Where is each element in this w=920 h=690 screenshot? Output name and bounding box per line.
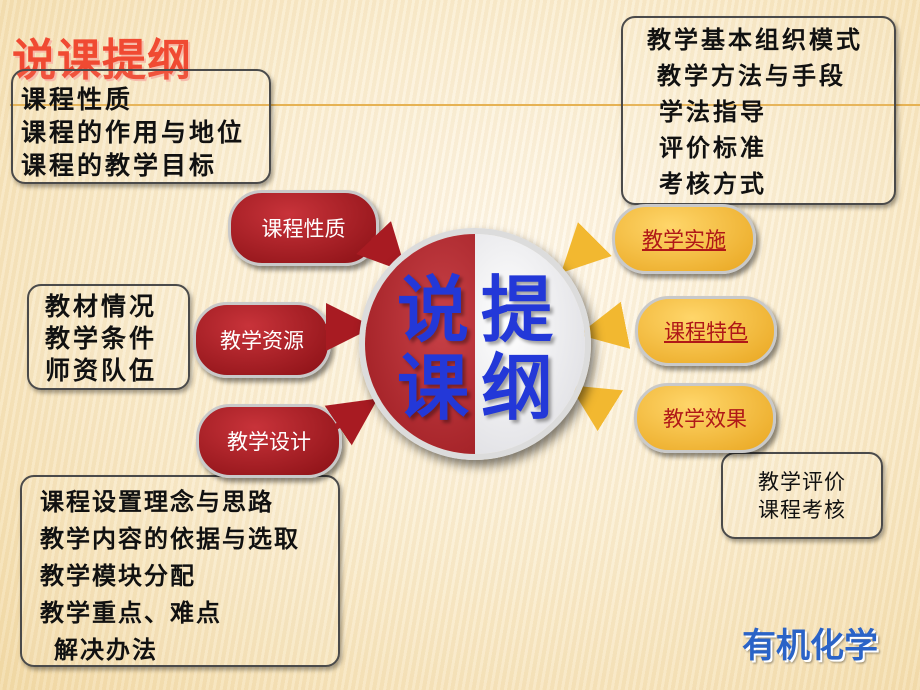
arrow-effect bbox=[569, 385, 624, 432]
pill-label: 课程特色 bbox=[664, 320, 748, 344]
pill-label: 课程性质 bbox=[261, 217, 346, 241]
circle-right-half bbox=[475, 234, 585, 454]
box-line: 教学内容的依据与选取 bbox=[40, 524, 300, 553]
pill-teaching-implementation[interactable]: 教学实施 bbox=[612, 204, 756, 274]
center-char: 说 bbox=[397, 268, 470, 352]
box-line: 课程的作用与地位 bbox=[21, 118, 246, 147]
pill-course-nature[interactable]: 课程性质 bbox=[228, 190, 379, 266]
box-line: 教学重点、难点 bbox=[40, 598, 222, 627]
arrow-features bbox=[578, 301, 631, 349]
effect-box: 教学评价 课程考核 bbox=[721, 452, 883, 539]
box-line: 教材情况 bbox=[45, 292, 158, 321]
box-line: 教学模块分配 bbox=[40, 561, 196, 590]
center-char: 提 bbox=[481, 268, 554, 352]
corner-label: 有机化学 bbox=[742, 626, 878, 666]
design-box: 课程设置理念与思路 教学内容的依据与选取 教学模块分配 教学重点、难点 解决办法 bbox=[20, 475, 340, 667]
resources-box: 教材情况 教学条件 师资队伍 bbox=[27, 284, 190, 390]
circle-left-half bbox=[365, 234, 475, 454]
box-line: 教学方法与手段 bbox=[657, 61, 846, 90]
box-line: 教学评价 bbox=[758, 470, 846, 494]
box-line: 课程设置理念与思路 bbox=[40, 487, 274, 516]
center-circle: 说 提 课 纲 bbox=[359, 228, 591, 460]
pill-label: 教学设计 bbox=[227, 430, 311, 454]
box-line: 解决办法 bbox=[54, 635, 158, 664]
pill-course-features[interactable]: 课程特色 bbox=[635, 296, 777, 366]
pill-teaching-effect[interactable]: 教学效果 bbox=[634, 383, 776, 453]
pill-label: 教学效果 bbox=[663, 407, 747, 431]
pill-teaching-design[interactable]: 教学设计 bbox=[196, 404, 342, 478]
box-line: 考核方式 bbox=[659, 169, 767, 198]
box-line: 课程的教学目标 bbox=[21, 151, 218, 180]
box-line: 课程性质 bbox=[21, 85, 134, 114]
slide-title: 说课提纲 bbox=[12, 35, 192, 86]
pill-label: 教学资源 bbox=[220, 329, 304, 353]
implementation-box: 教学基本组织模式 教学方法与手段 学法指导 评价标准 考核方式 bbox=[621, 16, 896, 205]
box-line: 评价标准 bbox=[659, 133, 767, 162]
pill-teaching-resources[interactable]: 教学资源 bbox=[193, 302, 331, 378]
center-char: 纲 bbox=[481, 346, 554, 430]
box-line: 学法指导 bbox=[659, 97, 767, 126]
box-line: 师资队伍 bbox=[45, 356, 158, 385]
arrow-design bbox=[324, 398, 378, 446]
title-rule bbox=[10, 104, 920, 106]
course-nature-box: 课程性质 课程的作用与地位 课程的教学目标 bbox=[11, 69, 271, 184]
pill-label: 教学实施 bbox=[642, 228, 726, 252]
box-line: 教学条件 bbox=[45, 324, 158, 353]
box-line: 课程考核 bbox=[758, 498, 846, 522]
box-line: 教学基本组织模式 bbox=[647, 25, 863, 54]
center-char: 课 bbox=[397, 346, 470, 430]
